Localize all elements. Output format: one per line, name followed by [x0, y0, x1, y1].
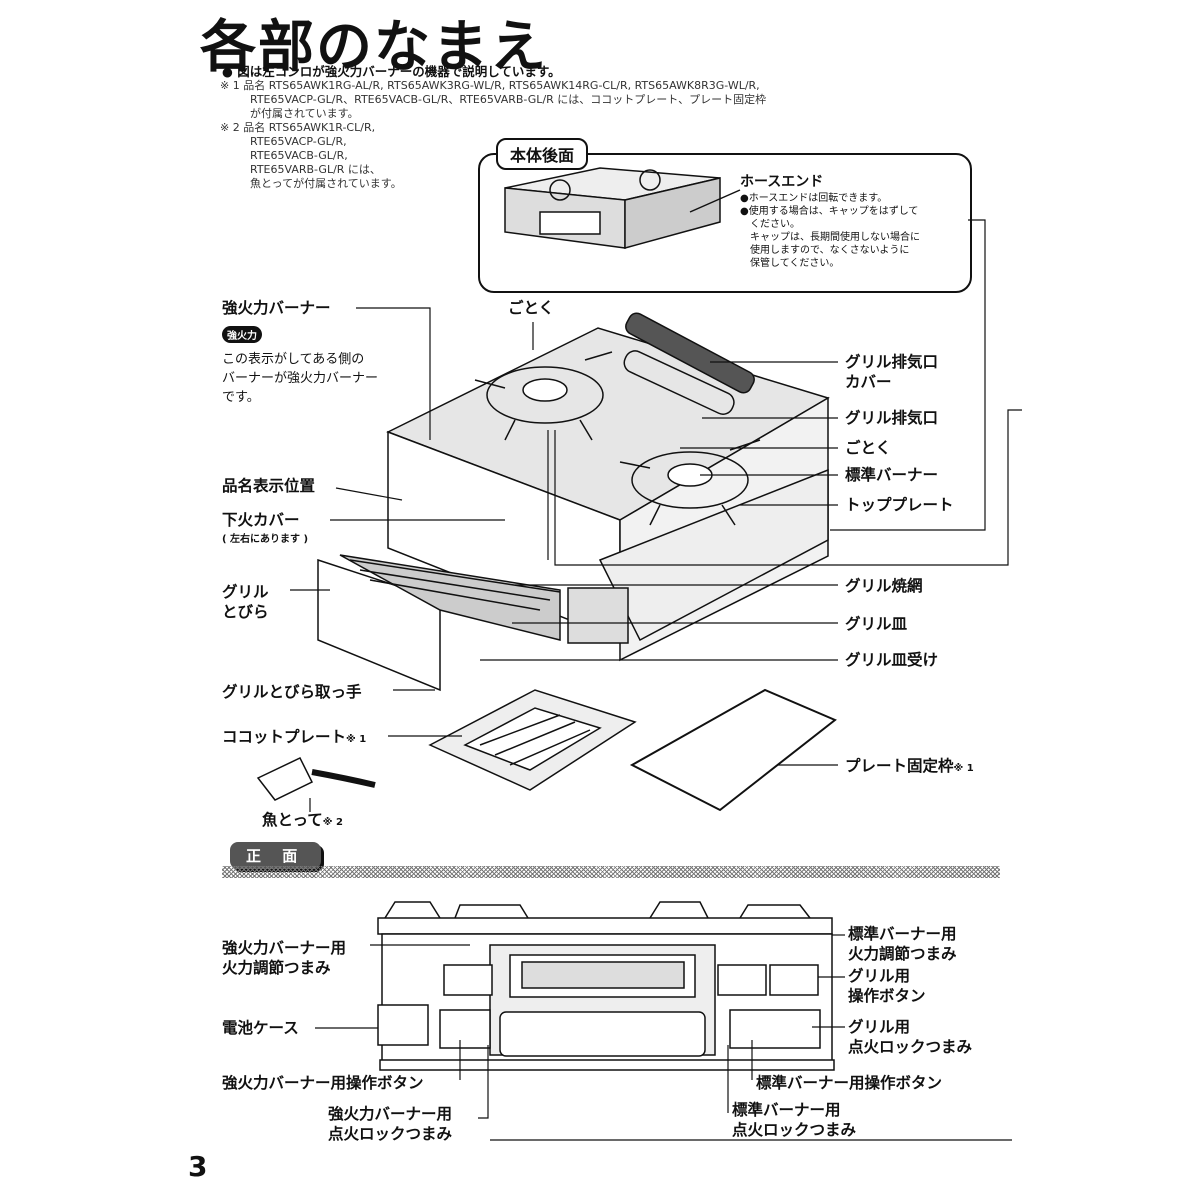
strong-burner-badge: 強火力	[222, 326, 262, 343]
label-grill-dish-holder: グリル皿受け	[845, 651, 939, 669]
lower-cover-note: ( 左右にあります )	[222, 534, 309, 545]
label-cocotte-plate: ココットプレート※ 1	[222, 728, 367, 746]
label-grill-button: グリル用 操作ボタン	[848, 967, 926, 1005]
main-stove-illustration	[317, 312, 830, 692]
bullet-icon: ●	[740, 193, 749, 204]
label-standard-lock: 標準バーナー用 点火ロックつまみ	[732, 1101, 857, 1139]
leader-lines	[290, 219, 1022, 1141]
section-divider-hatch	[222, 866, 1000, 878]
label-standard-burner: 標準バーナー	[845, 466, 939, 484]
label-fish-spatula: 魚とって※ 2	[262, 811, 343, 829]
label-gotoku-top: ごとく	[508, 299, 555, 317]
label-top-plate: トッププレート	[845, 496, 954, 514]
label-exhaust: グリル排気口	[845, 409, 939, 427]
label-grill-door: グリル とびら	[222, 583, 269, 621]
label-strong-lock: 強火力バーナー用 点火ロックつまみ	[328, 1105, 453, 1143]
front-view-stove-illustration	[377, 901, 835, 1071]
label-exhaust-cover: グリル排気口 カバー	[845, 353, 939, 391]
page-title: 各部のなまえ	[200, 14, 548, 80]
label-battery-case: 電池ケース	[222, 1019, 299, 1037]
label-strong-button: 強火力バーナー用操作ボタン	[222, 1074, 424, 1092]
fish-spatula-illustration	[256, 757, 376, 801]
back-view-stove-illustration	[504, 167, 741, 249]
label-strong-burner: 強火力バーナー	[222, 299, 331, 317]
label-standard-button: 標準バーナー用操作ボタン	[756, 1074, 943, 1092]
strong-burner-desc: この表示がしてある側の バーナーが強火力バーナー です。	[222, 352, 379, 405]
label-grill-dish: グリル皿	[845, 615, 908, 633]
label-plate-frame: プレート固定枠※ 1	[845, 757, 974, 775]
label-grill-lock: グリル用 点火ロックつまみ	[848, 1018, 973, 1056]
label-grill-door-handle: グリルとびら取っ手	[222, 683, 362, 701]
note-2: ※ 2 品名 RTS65AWK1R-CL/R, RTE65VACP-GL/R, …	[220, 121, 402, 190]
front-view-tab: 正 面	[230, 842, 322, 869]
back-view-tab: 本体後面	[496, 138, 589, 170]
label-model-position: 品名表示位置	[222, 477, 316, 495]
note-1: ※ 1 品名 RTS65AWK1RG-AL/R, RTS65AWK3RG-WL/…	[220, 79, 767, 120]
intro-notes: ● 図は左コンロが強火力バーナーの機器で説明しています。 ※ 1 品名 RTS6…	[220, 64, 767, 191]
bullet-icon: ●	[740, 206, 749, 217]
hose-end-label: ホースエンド	[740, 174, 824, 190]
plate-frame-illustration	[629, 688, 837, 812]
label-standard-knob: 標準バーナー用 火力調節つまみ	[848, 925, 957, 963]
intro-bullet: ● 図は左コンロが強火力バーナーの機器で説明しています。	[222, 64, 561, 79]
back-view-box	[478, 153, 972, 293]
label-lower-cover: 下火カバー	[222, 511, 300, 529]
hose-end-callout: ホースエンド ●ホースエンドは回転できます。 ●使用する場合は、キャップをはずし…	[740, 172, 962, 270]
cocotte-plate-illustration	[428, 689, 637, 791]
hose-notes: ●ホースエンドは回転できます。 ●使用する場合は、キャップをはずして ください。…	[740, 193, 920, 269]
label-strong-knob: 強火力バーナー用 火力調節つまみ	[222, 939, 347, 977]
page-number: 3	[188, 1150, 208, 1183]
label-gotoku-right: ごとく	[845, 439, 892, 457]
label-grill-net: グリル焼網	[845, 577, 923, 595]
